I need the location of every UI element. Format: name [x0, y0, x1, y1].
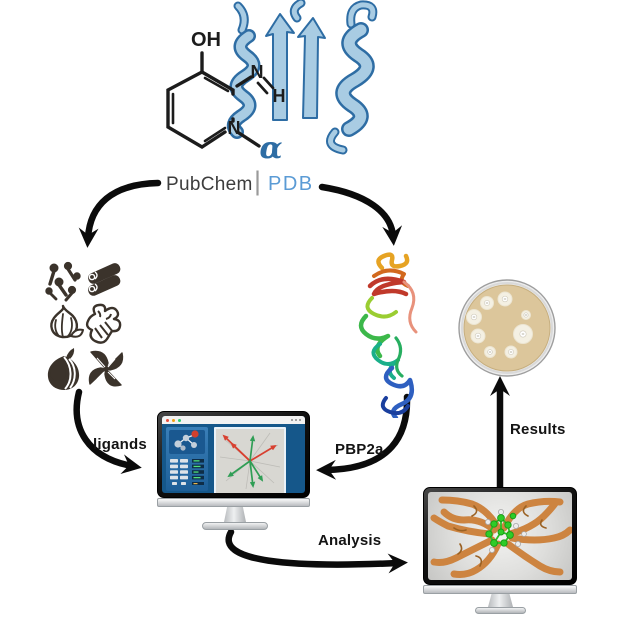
analysis-monitor-chin — [423, 585, 577, 594]
hydroxyl-label: OH — [191, 29, 221, 51]
ring-nitrogen-label: N — [228, 118, 241, 138]
window-minimize-dot — [172, 418, 175, 422]
disc-label — [503, 298, 507, 300]
disc-label — [509, 351, 513, 353]
plot-red-vectors — [222, 434, 277, 462]
analysis-monitor-neck — [488, 594, 513, 607]
docking-monitor-chin — [157, 498, 310, 507]
disc-label — [521, 333, 525, 335]
docked-ligand-green — [485, 512, 517, 547]
amine-hydrogen-label: H — [273, 86, 286, 106]
pdb-label: PDB — [268, 173, 314, 195]
helix-detail-lines — [453, 505, 547, 567]
docking-software-screen — [162, 416, 305, 493]
protein-helices-orange — [430, 496, 572, 578]
inhibition-zones — [466, 291, 533, 359]
amine-nitrogen-label: N — [251, 62, 264, 82]
beta-strand-arrow — [297, 17, 326, 119]
pubchem-label: PubChem — [166, 174, 253, 195]
arrow-pubchem-to-ligands — [78, 179, 162, 248]
ligands-label: ligands — [93, 436, 147, 453]
window-close-dot — [166, 418, 169, 422]
docking-keypad — [170, 459, 204, 485]
garlic-icon — [50, 304, 84, 339]
disc-label — [476, 335, 480, 337]
docking-value-readouts — [192, 459, 204, 485]
molecule-2d-structure — [166, 51, 275, 149]
molecule-3d-icon — [174, 430, 199, 451]
cinnamon-icon — [88, 263, 121, 296]
docking-interaction-plot — [214, 427, 286, 493]
arrow-ligands-to-docking — [73, 388, 142, 474]
disc-label — [485, 302, 489, 304]
protein-structure-rainbow-icon — [358, 252, 418, 418]
disc-label — [524, 314, 528, 316]
results-label: Results — [510, 421, 566, 438]
ligand-source-icons — [44, 258, 124, 394]
beta-strand-arrow — [265, 13, 295, 121]
water-molecules — [485, 508, 527, 554]
molecule-and-ribbon-illustration: OH N N H α — [166, 0, 378, 166]
cloves-icon — [45, 261, 81, 302]
analysis-result-screen — [428, 492, 572, 580]
disc-label — [472, 316, 476, 318]
docking-monitor-frame — [157, 411, 310, 498]
disc-label — [488, 351, 492, 353]
analysis-label: Analysis — [318, 532, 382, 549]
window-maximize-dot — [178, 418, 181, 422]
protein-ribbon-blue-icon — [226, 0, 378, 155]
docking-window-titlebar — [162, 416, 305, 424]
analysis-monitor-frame — [423, 487, 577, 585]
arrow-pdb-to-protein — [318, 183, 403, 246]
mint-icon — [88, 350, 124, 387]
pbp2a-label: PBP2a — [335, 441, 384, 458]
docking-monitor-base — [202, 522, 268, 530]
plot-green-vectors — [227, 434, 264, 489]
docking-monitor-neck — [224, 507, 246, 522]
ginger-icon — [85, 303, 122, 344]
titlebar-menu-dots — [291, 419, 301, 421]
petri-dish — [458, 279, 556, 377]
alpha-helix-label: α — [259, 131, 282, 166]
analysis-monitor-base — [475, 607, 526, 614]
docking-tools-panel — [166, 427, 208, 491]
source-separator: | — [254, 166, 262, 196]
onion-icon — [47, 348, 80, 390]
